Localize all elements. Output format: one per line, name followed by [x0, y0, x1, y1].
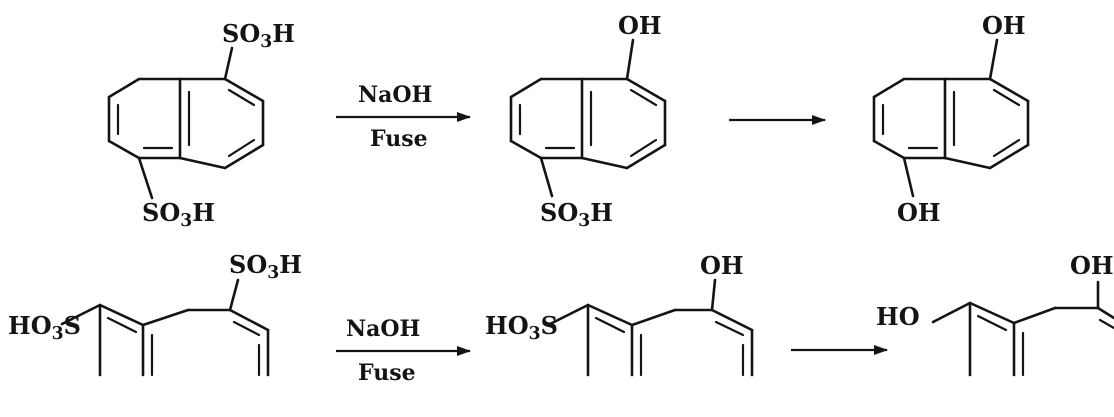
- row1-start-sulfonic-bottom-label: SO3H: [142, 198, 215, 231]
- row2-start-sulfonic-top-label: SO3H: [229, 250, 302, 283]
- row2-intermediate-hydroxyl-label: OH: [700, 251, 744, 280]
- row2-reagent-label: NaOH: [346, 316, 421, 342]
- row1-product-hydroxyl-top-label: OH: [982, 11, 1026, 40]
- row1-intermediate-molecule: [509, 38, 667, 198]
- row1-condition-label: Fuse: [370, 126, 428, 152]
- row2-intermediate-sulfonic-label: HO3S: [485, 311, 558, 344]
- row2-start-sulfonic-left-label: HO3S: [8, 311, 81, 344]
- row2-product-hydroxyl-left-label: HO: [876, 302, 920, 331]
- row1-intermediate-sulfonic-label: SO3H: [540, 198, 613, 231]
- row1-start-sulfonic-top-label: SO3H: [222, 19, 295, 52]
- row2-product-hydroxyl-top-label: OH: [1070, 251, 1114, 280]
- row2-product-molecule: [931, 280, 1114, 377]
- row2-intermediate-molecule: [548, 278, 754, 377]
- row1-product-hydroxyl-bottom-label: OH: [897, 198, 941, 227]
- row2-start-molecule: [60, 278, 270, 377]
- row1-product-molecule: [872, 38, 1030, 198]
- row1-start-molecule: [107, 46, 265, 200]
- row2-condition-label: Fuse: [358, 360, 416, 386]
- row1-intermediate-hydroxyl-label: OH: [618, 11, 662, 40]
- row1-reagent-label: NaOH: [358, 82, 433, 108]
